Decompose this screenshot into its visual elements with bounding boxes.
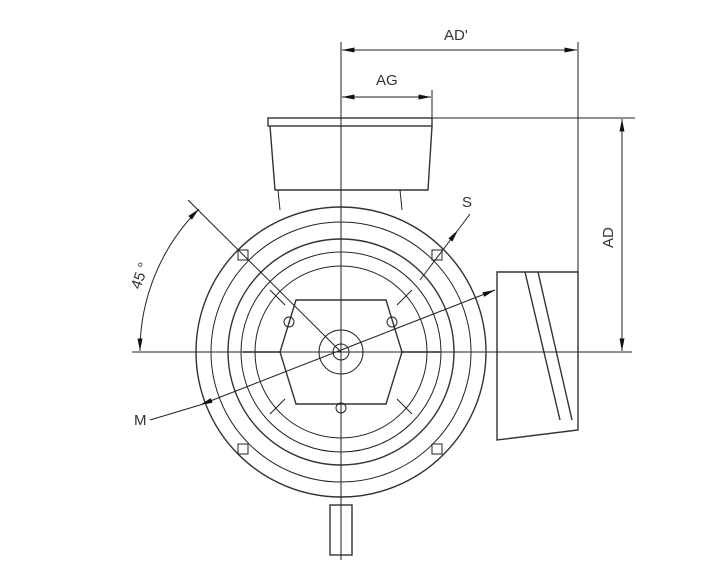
label-angle: 45 ° <box>128 260 153 291</box>
terminal-box-top <box>267 117 433 211</box>
center-lines <box>132 42 632 560</box>
terminal-box-side <box>496 271 579 441</box>
label-m: M <box>134 412 147 429</box>
label-ag: AG <box>376 72 398 89</box>
label-ad: AD <box>600 227 617 248</box>
dimension-lines <box>137 42 635 421</box>
label-ad-prime: AD' <box>444 27 468 44</box>
label-s: S <box>462 194 472 211</box>
